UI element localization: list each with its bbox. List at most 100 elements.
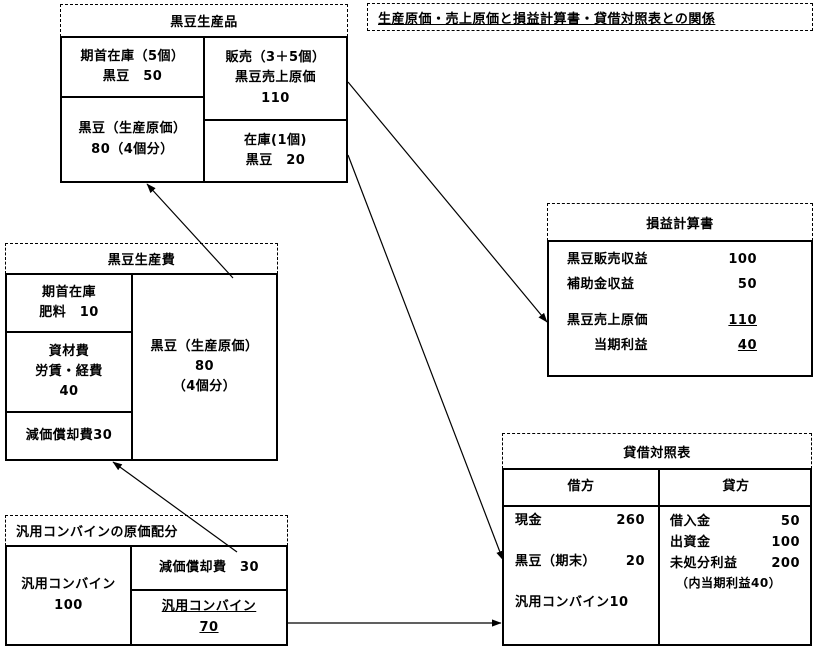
combine-asset-line1: 汎用コンバイン	[21, 577, 116, 593]
income-statement-row-spacer	[567, 297, 797, 309]
bs-credit-row-0-value: 50	[780, 514, 800, 529]
bs-credit-row-1-value: 100	[771, 534, 800, 550]
products-closing-stock-line1: 在庫(1個)	[244, 132, 307, 148]
products-closing-stock-line2: 黒豆 20	[245, 153, 306, 168]
bs-debit-row-3-label	[515, 572, 597, 594]
products-production-cost-line2: 80（4個分）	[91, 141, 174, 157]
balance-sheet-header: 貸借対照表	[502, 433, 812, 469]
production-cost-box-header: 黒豆生産費	[5, 243, 278, 274]
income-row-1-label: 補助金収益	[567, 276, 635, 292]
balance-sheet-credit-rows: 借入金 50 出資金 100 未処分利益 200 （内当期利益40）	[670, 512, 810, 594]
income-statement-row: 当期利益 40	[567, 334, 797, 359]
income-row-0-label: 黒豆販売収益	[567, 252, 649, 267]
bs-credit-row-2-label: 未処分利益	[670, 555, 738, 571]
balance-sheet-credit-header-label: 貸方	[722, 479, 750, 495]
bs-debit-row-2-value: 20	[625, 553, 645, 569]
bs-debit-row-4-label: 汎用コンバイン10	[515, 594, 629, 610]
balance-sheet-debit-row-spacer	[515, 531, 655, 553]
production-cost-output-cell: 黒豆（生産原価） 80 （4個分）	[133, 275, 276, 459]
combine-depreciation-cell: 減価償却費 30	[132, 547, 286, 589]
production-cost-materials-line1: 資材費	[48, 343, 90, 359]
bs-credit-row-3-label: （内当期利益40）	[676, 576, 782, 591]
production-cost-box	[5, 273, 278, 461]
combine-residual-cell: 汎用コンバイン 70	[132, 591, 286, 644]
closing-stock-to-balance-sheet-arrow	[347, 154, 504, 561]
production-cost-depreciation-line1: 減価償却費30	[25, 427, 113, 443]
production-cost-opening-cell: 期首在庫 肥料 10	[7, 275, 131, 331]
products-box-header-label: 黒豆生産品	[170, 15, 238, 30]
products-box-vertical-divider	[203, 36, 205, 183]
income-row-0-value: 100	[728, 252, 757, 267]
products-box-header: 黒豆生産品	[60, 4, 348, 37]
balance-sheet-credit-row: （内当期利益40）	[670, 574, 810, 593]
balance-sheet-header-label: 貸借対照表	[623, 445, 691, 461]
production-cost-opening-line1: 期首在庫	[41, 284, 96, 300]
production-cost-box-divider-2	[5, 411, 133, 413]
bs-credit-row-0-label: 借入金	[670, 514, 711, 529]
combine-residual-line1: 汎用コンバイン	[161, 599, 257, 615]
combine-box-header: 汎用コンバインの原価配分	[5, 515, 288, 546]
balance-sheet-column-header-divider	[502, 505, 812, 507]
products-closing-stock-cell: 在庫(1個) 黒豆 20	[205, 121, 346, 181]
bs-debit-row-1-value	[597, 531, 645, 553]
income-row-3-label: 黒豆売上原価	[567, 313, 649, 329]
income-row-2-label	[567, 297, 697, 309]
bs-debit-row-2-label: 黒豆（期末）	[515, 553, 597, 569]
production-cost-materials-line3: 40	[59, 384, 79, 400]
production-cost-box-vertical-divider	[131, 273, 133, 461]
production-cost-box-header-label: 黒豆生産費	[107, 253, 176, 268]
balance-sheet-debit-row: 黒豆（期末） 20	[515, 553, 655, 572]
income-statement-header-label: 損益計算書	[646, 216, 714, 232]
production-cost-depreciation-cell: 減価償却費30	[7, 413, 131, 459]
products-box-left-divider	[60, 96, 205, 98]
production-cost-output-line1: 黒豆（生産原価）	[150, 338, 259, 354]
products-production-cost-cell: 黒豆（生産原価） 80（4個分）	[62, 98, 203, 181]
combine-depreciation-line1: 減価償却費 30	[158, 559, 260, 575]
income-statement-row: 補助金収益 50	[567, 273, 797, 298]
production-cost-box-divider-1	[5, 331, 133, 333]
balance-sheet-credit-row: 借入金 50	[670, 512, 810, 533]
production-cost-opening-line2: 肥料 10	[39, 305, 99, 320]
balance-sheet-debit-rows: 現金 260 黒豆（期末） 20 汎用コンバイン10	[515, 512, 655, 613]
income-row-1-value: 50	[737, 276, 757, 292]
bs-debit-row-0-value: 260	[616, 513, 645, 528]
income-row-2-value	[697, 297, 757, 309]
products-sales-cell: 販売（3＋5個） 黒豆売上原価 110	[205, 38, 346, 119]
income-row-3-value: 110	[728, 313, 757, 329]
income-statement-header: 損益計算書	[547, 203, 813, 241]
products-box-right-divider	[203, 119, 348, 121]
products-sales-line3: 110	[261, 90, 290, 106]
combine-box-header-label: 汎用コンバインの原価配分	[16, 525, 179, 540]
balance-sheet-debit-header-label: 借方	[567, 479, 595, 495]
production-cost-output-line2: 80	[194, 358, 215, 374]
bs-credit-row-2-value: 200	[771, 555, 800, 571]
sales-to-income-statement-arrow	[347, 81, 548, 323]
balance-sheet-credit-header: 貸方	[660, 470, 812, 505]
production-cost-output-line3: （4個分）	[172, 379, 237, 395]
production-cost-materials-cell: 資材費 労賃・経費 40	[7, 333, 131, 411]
diagram-title-box: 生産原価・売上原価と損益計算書・貸借対照表との関係	[367, 3, 813, 31]
combine-residual-line2: 70	[199, 619, 219, 635]
combine-box-right-divider	[130, 589, 288, 591]
balance-sheet-debit-row: 汎用コンバイン10	[515, 594, 655, 613]
products-opening-stock-cell: 期首在庫（5個） 黒豆 50	[62, 38, 203, 96]
balance-sheet-credit-row: 出資金 100	[670, 533, 810, 554]
combine-asset-cell: 汎用コンバイン 100	[7, 547, 130, 644]
income-row-4-value: 40	[737, 338, 757, 354]
balance-sheet-box	[502, 468, 812, 646]
bs-debit-row-1-label	[515, 531, 597, 553]
income-statement-box	[547, 240, 813, 377]
bs-credit-row-1-label: 出資金	[670, 534, 711, 550]
production-cost-materials-line2: 労賃・経費	[35, 363, 103, 379]
income-row-4-label: 当期利益	[567, 338, 649, 354]
balance-sheet-debit-row: 現金 260	[515, 512, 655, 531]
bs-debit-row-3-value	[597, 572, 645, 594]
combine-box-vertical-divider	[130, 545, 132, 646]
products-sales-line2: 黒豆売上原価	[234, 70, 316, 86]
products-sales-line1: 販売（3＋5個）	[225, 50, 326, 66]
balance-sheet-debit-row-spacer	[515, 572, 655, 594]
income-statement-row: 黒豆販売収益 100	[567, 248, 797, 273]
products-opening-stock-line1: 期首在庫（5個）	[80, 48, 185, 64]
income-statement-rows: 黒豆販売収益 100 補助金収益 50 黒豆売上原価 110 当期利益 40	[567, 248, 797, 359]
